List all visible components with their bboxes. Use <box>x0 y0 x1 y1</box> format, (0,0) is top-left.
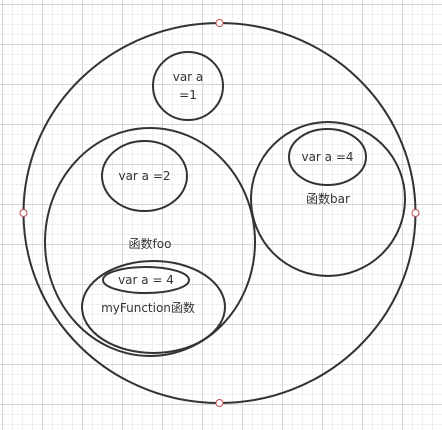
global-var-ellipse[interactable] <box>152 51 224 121</box>
function-bar-label: 函数bar <box>306 191 350 206</box>
bar-var-label: var a =4 <box>301 150 353 164</box>
resize-handle-top[interactable] <box>215 19 224 27</box>
my-function-ellipse[interactable] <box>81 260 226 354</box>
inner-var-ellipse[interactable] <box>102 266 190 294</box>
global-scope-ellipse[interactable] <box>22 22 417 404</box>
foo-var-label: var a =2 <box>118 169 170 183</box>
function-foo-ellipse[interactable] <box>44 127 256 357</box>
global-var-label-line1: var a <box>173 70 204 84</box>
resize-handle-bottom[interactable] <box>215 399 224 407</box>
global-var-label-line2: =1 <box>179 88 197 102</box>
function-bar-ellipse[interactable] <box>250 121 406 277</box>
foo-var-ellipse[interactable] <box>101 140 188 212</box>
my-function-label: myFunction函数 <box>101 300 195 315</box>
resize-handle-right[interactable] <box>411 209 420 217</box>
resize-handle-left[interactable] <box>19 209 28 217</box>
function-foo-label: 函数foo <box>129 236 172 251</box>
bar-var-ellipse[interactable] <box>288 128 367 186</box>
inner-var-label: var a = 4 <box>118 273 174 287</box>
